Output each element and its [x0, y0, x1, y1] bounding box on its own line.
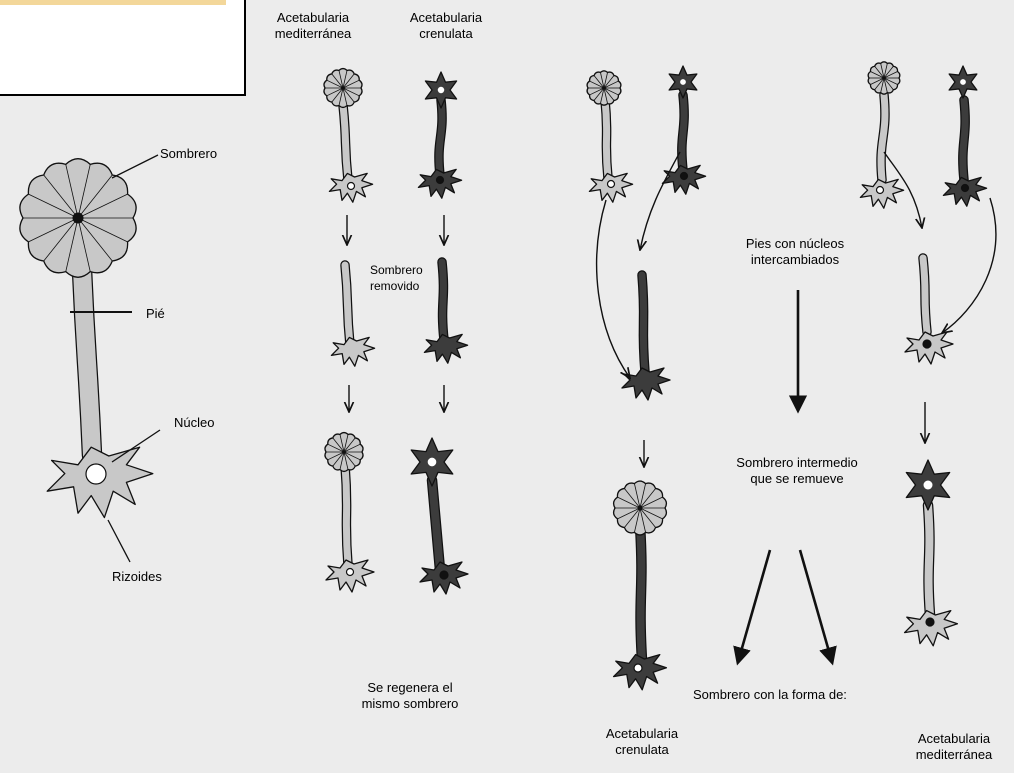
big-nucleus — [86, 464, 106, 484]
arrow-swap-left-a — [597, 200, 630, 378]
label-nucleo: Núcleo — [174, 415, 214, 431]
med-nucleus-1 — [348, 183, 355, 190]
exp2-med-stalk — [881, 95, 885, 180]
cren-stalk-2 — [442, 262, 444, 340]
cren-stalk-3 — [432, 480, 440, 570]
exp2-cren-nucleus — [962, 185, 969, 192]
exp2-cren-stalk — [963, 100, 965, 180]
label-same-cap: Se regenera el mismo sombrero — [340, 680, 480, 712]
exp1-result-cap-center — [638, 506, 643, 511]
exp1-cren-nucleus — [681, 173, 688, 180]
exp2-med-rhizoid — [860, 179, 903, 208]
label-swapped-feet: Pies con núcleos intercambiados — [720, 236, 870, 268]
exp1-result-stalk — [640, 525, 642, 660]
exp1-swap-rhizoid — [622, 368, 670, 400]
big-cap-center — [73, 213, 84, 224]
label-result-mediterranea: Acetabularia mediterránea — [896, 731, 1012, 763]
med-stalk-3 — [345, 465, 348, 565]
med-rhizoid-2 — [331, 337, 374, 366]
arrow-center-left — [738, 550, 770, 662]
exp2-result-stalk — [928, 505, 930, 615]
cren-cap-1-center — [438, 87, 444, 93]
label-result-crenulata: Acetabularia crenulata — [582, 726, 702, 758]
exp1-result-rhizoid — [614, 655, 667, 690]
cren-stalk-1 — [439, 100, 442, 175]
label-cap-shape: Sombrero con la forma de: — [693, 687, 847, 703]
exp2-result-cap-center — [924, 481, 933, 490]
exp2-result-nucleus — [926, 618, 934, 626]
exp2-cren-cap-center — [960, 79, 966, 85]
cren-nucleus-1 — [437, 177, 444, 184]
exp1-cren-cap-center — [680, 79, 686, 85]
med-cap-3-center — [342, 450, 346, 454]
label-rizoides: Rizoides — [112, 569, 162, 585]
exp2-med-cap-center — [883, 77, 886, 80]
header-mediterranea: Acetabularia mediterránea — [258, 10, 368, 42]
med-nucleus-3 — [347, 569, 354, 576]
label-intermediate-cap: Sombrero intermedio que se remueve — [712, 455, 882, 487]
exp2-swap-nucleus — [923, 340, 931, 348]
med-stalk-1 — [343, 105, 348, 180]
exp2-med-nucleus — [877, 187, 884, 194]
exp1-swap-stalk — [642, 275, 645, 372]
exp2-swap-stalk — [923, 258, 927, 332]
label-sombrero: Sombrero — [160, 146, 217, 162]
exp1-result-nucleus — [634, 664, 642, 672]
med-stalk-2 — [345, 265, 350, 345]
arrow-swap-right-b — [942, 198, 996, 333]
label-sombrero-removido: Sombrero removido — [370, 262, 423, 294]
label-pie: Pié — [146, 306, 165, 322]
exp2-result-rhizoid — [905, 611, 958, 646]
med-cap-1-center — [341, 86, 345, 90]
cren-nucleus-3 — [440, 571, 448, 579]
leader-rizoides — [108, 520, 130, 562]
exp1-med-stalk — [605, 100, 608, 178]
leader-nucleo — [112, 430, 160, 462]
exp1-med-cap-center — [602, 86, 605, 89]
arrow-center-right — [800, 550, 832, 662]
cren-cap-3-center — [428, 458, 437, 467]
exp1-cren-stalk — [682, 95, 684, 170]
exp1-med-nucleus — [608, 181, 615, 188]
arrow-swap-left-b — [640, 152, 680, 250]
cren-rhizoid-2 — [424, 334, 467, 363]
big-stalk — [82, 270, 92, 455]
header-crenulata: Acetabularia crenulata — [396, 10, 496, 42]
leader-sombrero — [112, 155, 158, 178]
